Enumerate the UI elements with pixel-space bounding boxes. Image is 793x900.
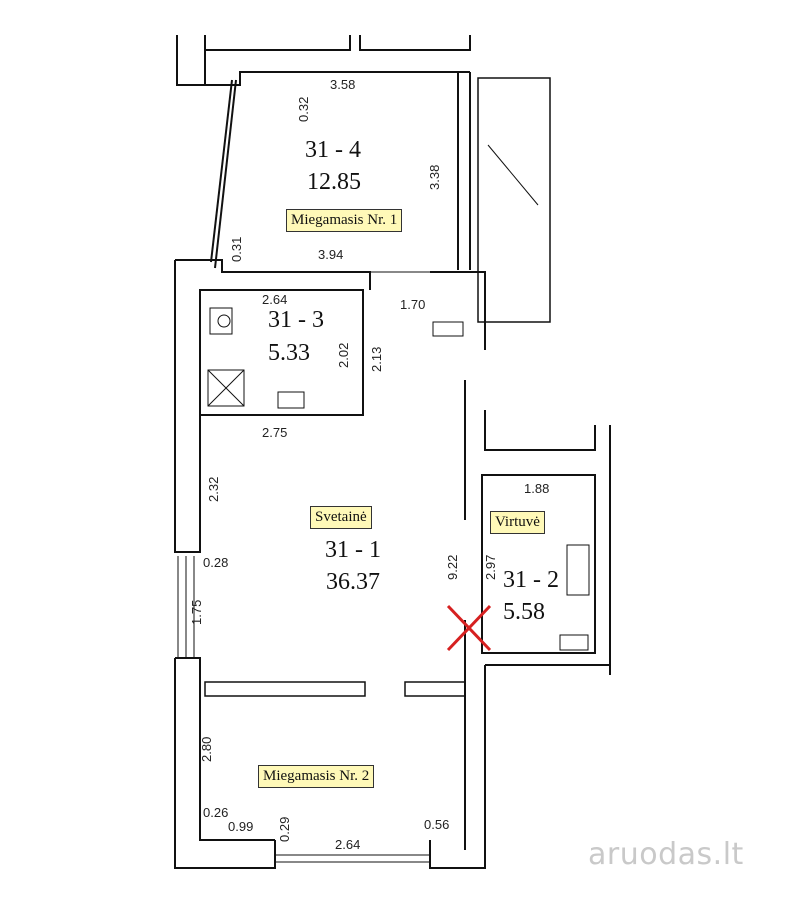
dim-label: 9.22 <box>445 554 460 580</box>
room-31-2-id: 31 - 2 <box>503 567 559 593</box>
sink <box>277 391 305 409</box>
room-31-3-area: 5.33 <box>268 340 310 366</box>
watermark: aruodas.lt <box>588 840 744 870</box>
right-top-wall <box>430 271 486 350</box>
room-31-1-area: 36.37 <box>326 569 380 595</box>
room-31-4-area: 12.85 <box>307 169 361 195</box>
dim-label: 0.26 <box>203 805 229 820</box>
dim-label: 2.97 <box>483 554 498 580</box>
top-wall-left <box>176 35 206 86</box>
dim-label: 0.99 <box>228 819 254 834</box>
bedroom1-left-wall <box>214 79 237 269</box>
bedroom1-name: Miegamasis Nr. 1 <box>286 209 403 233</box>
dim-label: 2.64 <box>335 837 361 852</box>
dim-label: 3.94 <box>318 247 344 262</box>
partition-bar-left <box>204 681 366 697</box>
partition-bar-right <box>404 681 466 697</box>
living-room-name: Svetainė <box>310 506 372 530</box>
dim-label: 2.02 <box>336 342 351 368</box>
shower-tray <box>207 369 245 407</box>
dim-label: 3.38 <box>427 164 442 190</box>
top-wall-right <box>359 35 471 51</box>
kitchen-sink <box>559 634 589 651</box>
room-31-2-area: 5.58 <box>503 599 545 625</box>
dim-label: 0.28 <box>203 555 229 570</box>
toilet <box>209 307 233 335</box>
room-31-4-id: 31 - 4 <box>305 137 361 163</box>
kitchen-walls <box>481 474 596 654</box>
dim-label: 2.75 <box>262 425 288 440</box>
room-31-3-id: 31 - 3 <box>268 307 324 333</box>
stove <box>566 544 590 596</box>
stairs-arrow <box>487 144 539 206</box>
stairs <box>477 77 551 323</box>
toilet-bowl <box>217 314 231 328</box>
right-lower-wall2 <box>429 665 486 869</box>
top-wall-step <box>177 71 470 86</box>
shower-diag2 <box>207 369 245 407</box>
bedroom2-name: Miegamasis Nr. 2 <box>258 765 375 789</box>
bedroom1-left-wall-inner <box>210 79 233 263</box>
dim-label: 0.29 <box>277 816 292 842</box>
dim-label: 3.58 <box>330 77 356 92</box>
dim-label: 0.32 <box>296 96 311 122</box>
removal-marker <box>446 604 492 652</box>
kitchen-name: Virtuvė <box>490 511 545 535</box>
left-outer-wall <box>174 260 201 553</box>
dim-label: 1.70 <box>400 297 426 312</box>
watermark-text: aruodas <box>588 837 713 872</box>
watermark-suffix: .lt <box>712 837 744 872</box>
dim-label: 1.88 <box>524 481 550 496</box>
left-lower-wall-outer <box>174 658 276 869</box>
dim-label: 2.13 <box>369 346 384 372</box>
dim-label: 2.32 <box>206 476 221 502</box>
door-leaf <box>432 321 464 337</box>
dim-label: 0.56 <box>424 817 450 832</box>
top-wall-mid <box>205 35 351 51</box>
main-top-wall <box>175 259 371 290</box>
dim-label: 2.64 <box>262 292 288 307</box>
dim-label: 0.31 <box>229 236 244 262</box>
room-31-1-id: 31 - 1 <box>325 537 381 563</box>
bathroom-walls <box>199 289 364 416</box>
dim-label: 2.80 <box>199 736 214 762</box>
dim-label: 1.75 <box>189 599 204 625</box>
kitchen-outer-top <box>484 410 596 451</box>
left-lower-wall <box>175 657 275 841</box>
